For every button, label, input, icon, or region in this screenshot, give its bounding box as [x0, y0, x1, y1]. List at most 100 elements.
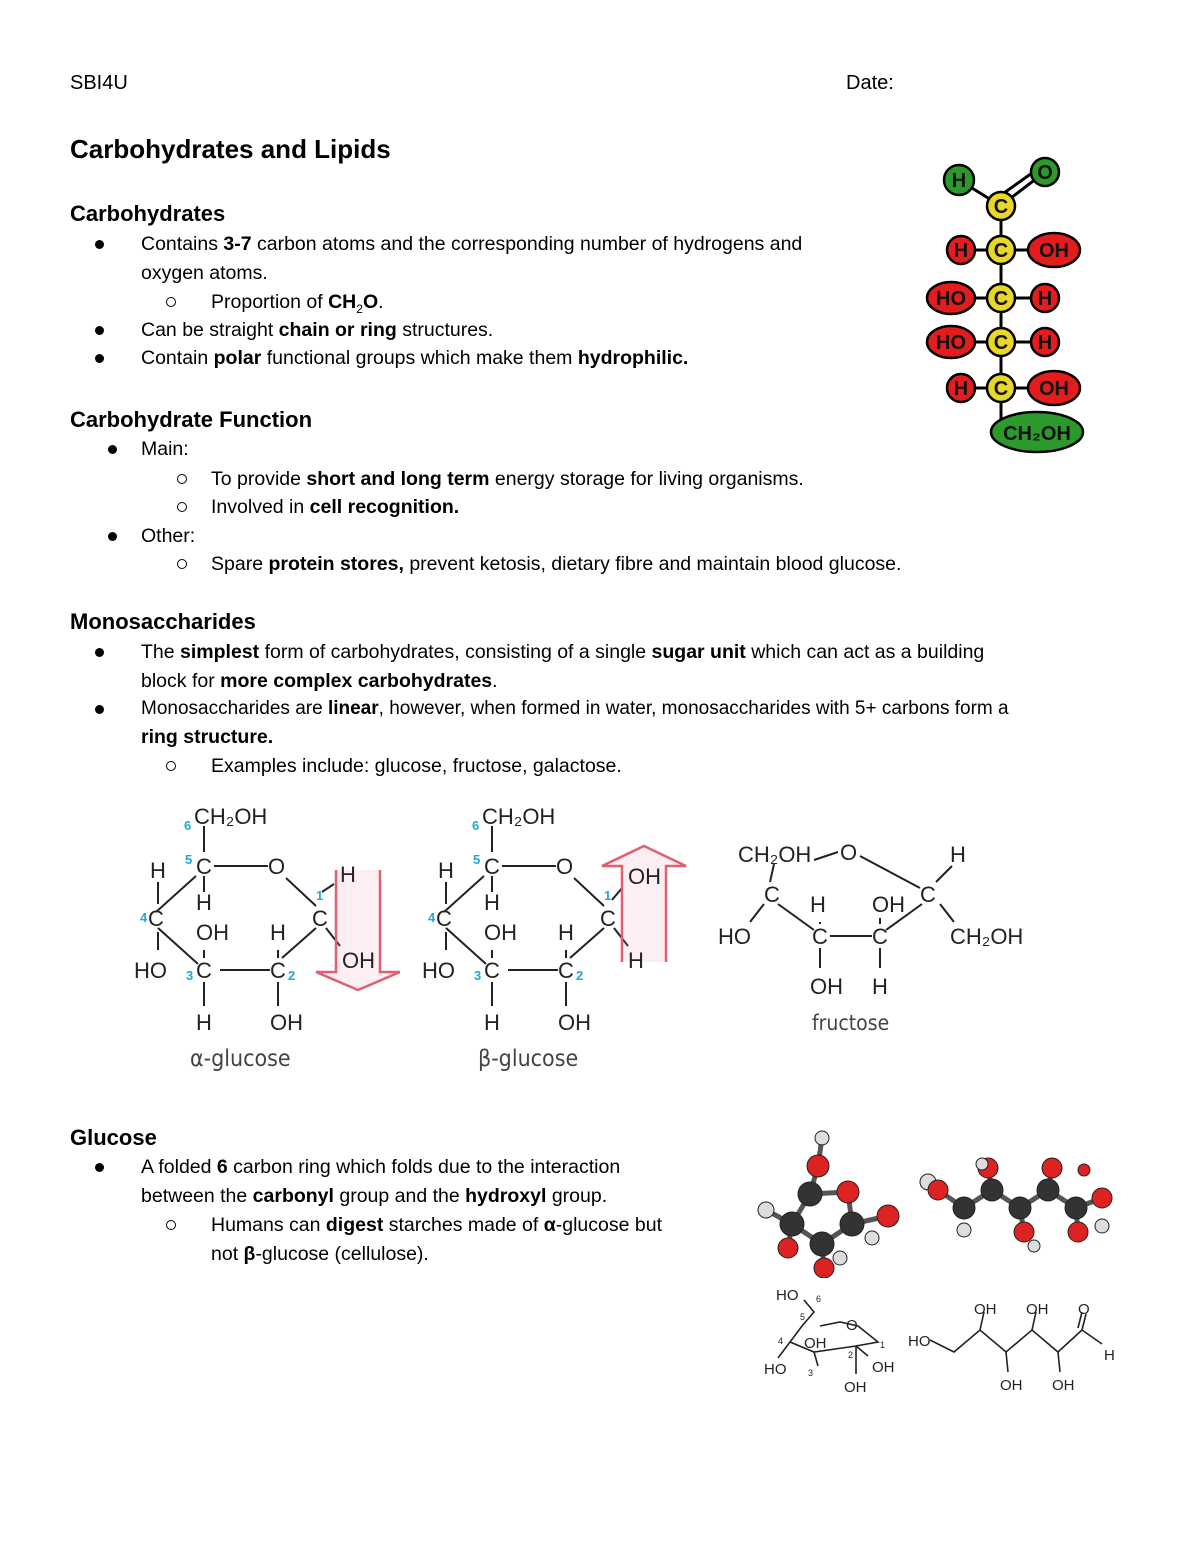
function-main-2: Involved in cell recognition. — [211, 496, 460, 518]
course-code: SBI4U — [70, 72, 128, 94]
mono-bullet-1: The simplest form of carbohydrates, cons… — [141, 641, 985, 663]
svg-text:C: C — [148, 906, 164, 931]
atom-label: HO — [936, 332, 966, 354]
atom-label: C — [994, 288, 1008, 310]
svg-text:C: C — [872, 924, 888, 949]
svg-text:C: C — [600, 906, 616, 931]
svg-text:OH: OH — [872, 1359, 895, 1376]
svg-text:H: H — [810, 892, 826, 917]
svg-text:C: C — [312, 906, 328, 931]
sub-bullet-icon — [166, 297, 176, 307]
carbon-atom — [985, 282, 1017, 314]
function-other-1: Spare protein stores, prevent ketosis, d… — [211, 553, 902, 575]
svg-text:C: C — [196, 854, 212, 879]
carb-sub-bullet-1: Proportion of CH2O. — [211, 291, 384, 316]
svg-text:H: H — [628, 948, 644, 973]
carb-bullet-1: Contains 3-7 carbon atoms and the corres… — [141, 233, 803, 255]
fructose-diagram: CH₂OH O H C C H OH HO C C CH₂OH OH H fru… — [718, 840, 1023, 1035]
svg-text:CH₂OH: CH₂OH — [950, 924, 1023, 949]
atom-label: O — [1037, 162, 1053, 184]
svg-text:O: O — [268, 854, 285, 879]
svg-text:OH: OH — [484, 920, 517, 945]
bullet-icon — [108, 445, 117, 454]
svg-text:OH: OH — [1052, 1377, 1075, 1394]
glucose-skeletal-structures: HO O OH HO OH OH HO OH OH O H OH OH 6 5 … — [764, 1287, 1115, 1396]
hydrogen-atom — [945, 234, 977, 266]
svg-text:1: 1 — [880, 1340, 885, 1350]
hydrogen-atom — [1029, 282, 1061, 314]
ch2oh-group — [989, 410, 1085, 454]
svg-text:OH: OH — [558, 1010, 591, 1035]
function-main: Main: — [141, 438, 189, 460]
svg-text:2: 2 — [848, 1350, 853, 1360]
atom-label: HO — [936, 288, 966, 310]
svg-text:HO: HO — [422, 958, 455, 983]
glucose-sub-1: Humans can digest starches made of α-glu… — [211, 1214, 662, 1236]
svg-text:H: H — [340, 862, 356, 887]
function-main-1: To provide short and long term energy st… — [211, 468, 804, 490]
svg-text:5: 5 — [185, 852, 192, 867]
atom-label: H — [1038, 288, 1052, 310]
svg-text:HO: HO — [134, 958, 167, 983]
svg-text:OH: OH — [872, 892, 905, 917]
svg-text:C: C — [920, 882, 936, 907]
svg-text:H: H — [270, 920, 286, 945]
svg-text:3: 3 — [186, 968, 193, 983]
carbon-atom — [985, 372, 1017, 404]
heading-carbohydrates: Carbohydrates — [70, 201, 226, 226]
svg-text:C: C — [484, 958, 500, 983]
glucose-bullet-1: A folded 6 carbon ring which folds due t… — [141, 1156, 621, 1178]
hydroxyl-group — [925, 324, 977, 360]
atom-label: H — [952, 170, 966, 192]
svg-text:H: H — [484, 1010, 500, 1035]
svg-text:OH: OH — [844, 1379, 867, 1396]
bullet-icon — [95, 354, 104, 363]
linear-glucose-diagram: H O C H C OH HO C H HO C H H C OH CH₂OH — [925, 156, 1085, 454]
svg-text:O: O — [1078, 1301, 1090, 1318]
fructose-label: fructose — [812, 1011, 889, 1035]
svg-text:H: H — [950, 842, 966, 867]
date-label: Date: — [846, 72, 894, 94]
heading-carbohydrate-function: Carbohydrate Function — [70, 407, 313, 432]
bullet-icon — [95, 240, 104, 249]
atom-label: C — [994, 240, 1008, 262]
svg-text:2: 2 — [576, 968, 583, 983]
atom-label: C — [994, 196, 1008, 218]
atom-label: C — [994, 332, 1008, 354]
sub-bullet-icon — [166, 1220, 176, 1230]
svg-text:O: O — [846, 1317, 858, 1334]
atom-label: C — [994, 378, 1008, 400]
svg-text:O: O — [556, 854, 573, 879]
sub-bullet-icon — [177, 559, 187, 569]
svg-text:3: 3 — [808, 1368, 813, 1378]
carb-bullet-3: Contain polar functional groups which ma… — [141, 347, 689, 369]
arrow-down-icon — [315, 870, 400, 992]
bullet-icon — [95, 705, 104, 714]
alpha-glucose-label: α-glucose — [190, 1046, 291, 1072]
sub-bullet-icon — [177, 474, 187, 484]
svg-text:HO: HO — [718, 924, 751, 949]
carb-bullet-2: Can be straight chain or ring structures… — [141, 319, 494, 341]
svg-text:OH: OH — [810, 974, 843, 999]
bullet-icon — [108, 532, 117, 541]
svg-text:1: 1 — [604, 888, 611, 903]
carb-bullet-1-cont: oxygen atoms. — [141, 262, 268, 284]
svg-text:4: 4 — [778, 1336, 783, 1346]
atom-label: H — [954, 240, 968, 262]
svg-text:O: O — [840, 840, 857, 865]
hydrogen-atom — [945, 372, 977, 404]
svg-text:HO: HO — [908, 1333, 931, 1350]
hydrogen-atom — [1029, 326, 1061, 358]
svg-text:6: 6 — [472, 818, 479, 833]
hydroxyl-group — [1026, 369, 1082, 407]
hydrogen-atom — [942, 163, 976, 197]
atom-label: H — [1038, 332, 1052, 354]
svg-text:4: 4 — [428, 910, 436, 925]
carbon-atom — [985, 190, 1017, 222]
svg-text:5: 5 — [473, 852, 480, 867]
arrow-up-icon — [601, 844, 687, 962]
svg-text:1: 1 — [316, 888, 323, 903]
mono-examples: Examples include: glucose, fructose, gal… — [211, 755, 622, 777]
heading-monosaccharides: Monosaccharides — [70, 609, 256, 634]
svg-text:H: H — [196, 890, 212, 915]
